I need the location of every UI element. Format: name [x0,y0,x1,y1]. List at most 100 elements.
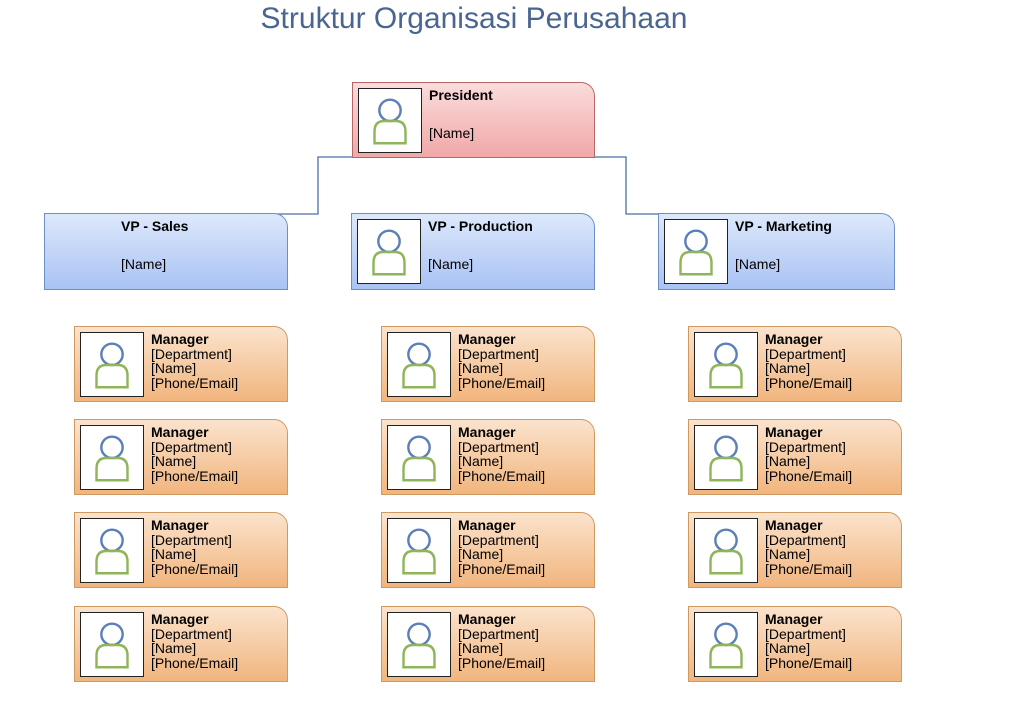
manager-name: [Name] [765,640,811,656]
person-placeholder-icon [387,612,451,677]
manager-name: [Name] [151,546,197,562]
manager-details: Manager[Department][Name][Phone/Email] [151,425,238,483]
manager-box-sales-3[interactable]: Manager[Department][Name][Phone/Email] [74,512,288,588]
manager-box-sales-1[interactable]: Manager[Department][Name][Phone/Email] [74,326,288,402]
connector-president-sales [170,156,472,215]
person-placeholder-icon [80,518,144,583]
manager-role: Manager [151,331,209,347]
manager-role: Manager [458,331,516,347]
manager-details: Manager[Department][Name][Phone/Email] [151,612,238,670]
person-placeholder-icon [80,425,144,490]
vp-sales-name: [Name] [121,256,167,272]
manager-details: Manager[Department][Name][Phone/Email] [151,332,238,390]
manager-details: Manager[Department][Name][Phone/Email] [458,425,545,483]
vp-sales-role: VP - Sales [121,218,189,234]
vp-production-role: VP - Production [428,218,533,234]
person-placeholder-icon [387,425,451,490]
manager-role: Manager [458,517,516,533]
manager-role: Manager [151,517,209,533]
vp-marketing-name: [Name] [735,256,781,272]
vp-sales-box[interactable]: VP - Sales [Name] [44,213,288,290]
manager-box-production-4[interactable]: Manager[Department][Name][Phone/Email] [381,606,595,682]
manager-name: [Name] [458,360,504,376]
manager-role: Manager [151,424,209,440]
manager-box-marketing-4[interactable]: Manager[Department][Name][Phone/Email] [688,606,902,682]
manager-box-production-2[interactable]: Manager[Department][Name][Phone/Email] [381,419,595,495]
manager-box-sales-4[interactable]: Manager[Department][Name][Phone/Email] [74,606,288,682]
president-name: [Name] [429,125,475,141]
manager-contact: [Phone/Email] [151,654,239,671]
vp-marketing-role: VP - Marketing [735,218,832,234]
person-placeholder-icon [694,612,758,677]
manager-box-marketing-1[interactable]: Manager[Department][Name][Phone/Email] [688,326,902,402]
chart-title: Struktur Organisasi Perusahaan [260,2,688,35]
manager-department: [Department] [765,531,846,548]
manager-details: Manager[Department][Name][Phone/Email] [765,425,852,483]
manager-details: Manager[Department][Name][Phone/Email] [458,518,545,576]
manager-contact: [Phone/Email] [458,467,546,484]
manager-department: [Department] [151,345,232,362]
manager-department: [Department] [151,625,232,642]
manager-contact: [Phone/Email] [151,467,239,484]
manager-name: [Name] [765,360,811,376]
manager-role: Manager [765,424,823,440]
manager-details: Manager[Department][Name][Phone/Email] [765,518,852,576]
person-placeholder-icon [357,219,421,284]
manager-role: Manager [458,611,516,627]
manager-details: Manager[Department][Name][Phone/Email] [151,518,238,576]
vp-production-box[interactable]: VP - Production [Name] [351,213,595,290]
person-placeholder-icon [694,518,758,583]
manager-department: [Department] [151,531,232,548]
manager-role: Manager [765,611,823,627]
manager-department: [Department] [458,531,539,548]
president-box[interactable]: President [Name] [352,82,595,158]
manager-box-marketing-3[interactable]: Manager[Department][Name][Phone/Email] [688,512,902,588]
manager-box-marketing-2[interactable]: Manager[Department][Name][Phone/Email] [688,419,902,495]
manager-name: [Name] [765,453,811,469]
manager-box-production-1[interactable]: Manager[Department][Name][Phone/Email] [381,326,595,402]
manager-details: Manager[Department][Name][Phone/Email] [458,332,545,390]
president-role: President [429,87,493,103]
manager-department: [Department] [458,438,539,455]
manager-contact: [Phone/Email] [765,374,853,391]
manager-department: [Department] [458,625,539,642]
manager-box-sales-2[interactable]: Manager[Department][Name][Phone/Email] [74,419,288,495]
manager-details: Manager[Department][Name][Phone/Email] [765,332,852,390]
manager-role: Manager [458,424,516,440]
vp-marketing-box[interactable]: VP - Marketing [Name] [658,213,895,290]
manager-role: Manager [765,331,823,347]
manager-details: Manager[Department][Name][Phone/Email] [765,612,852,670]
manager-name: [Name] [458,640,504,656]
manager-name: [Name] [765,546,811,562]
manager-department: [Department] [458,345,539,362]
manager-name: [Name] [458,546,504,562]
manager-name: [Name] [151,453,197,469]
person-placeholder-icon [80,332,144,397]
manager-role: Manager [151,611,209,627]
manager-name: [Name] [151,360,197,376]
manager-contact: [Phone/Email] [151,374,239,391]
manager-contact: [Phone/Email] [458,374,546,391]
manager-name: [Name] [151,640,197,656]
person-placeholder-icon [358,88,422,153]
manager-box-production-3[interactable]: Manager[Department][Name][Phone/Email] [381,512,595,588]
vp-production-name: [Name] [428,256,474,272]
manager-department: [Department] [765,345,846,362]
manager-name: [Name] [458,453,504,469]
manager-role: Manager [765,517,823,533]
manager-details: Manager[Department][Name][Phone/Email] [458,612,545,670]
person-placeholder-icon [694,425,758,490]
connector-president-marketing [472,156,775,215]
person-placeholder-icon [694,332,758,397]
person-placeholder-icon [80,612,144,677]
manager-contact: [Phone/Email] [458,560,546,577]
manager-department: [Department] [151,438,232,455]
manager-contact: [Phone/Email] [765,560,853,577]
manager-contact: [Phone/Email] [151,560,239,577]
manager-contact: [Phone/Email] [765,654,853,671]
person-placeholder-icon [387,332,451,397]
person-placeholder-icon [387,518,451,583]
person-placeholder-icon [664,219,728,284]
manager-contact: [Phone/Email] [458,654,546,671]
